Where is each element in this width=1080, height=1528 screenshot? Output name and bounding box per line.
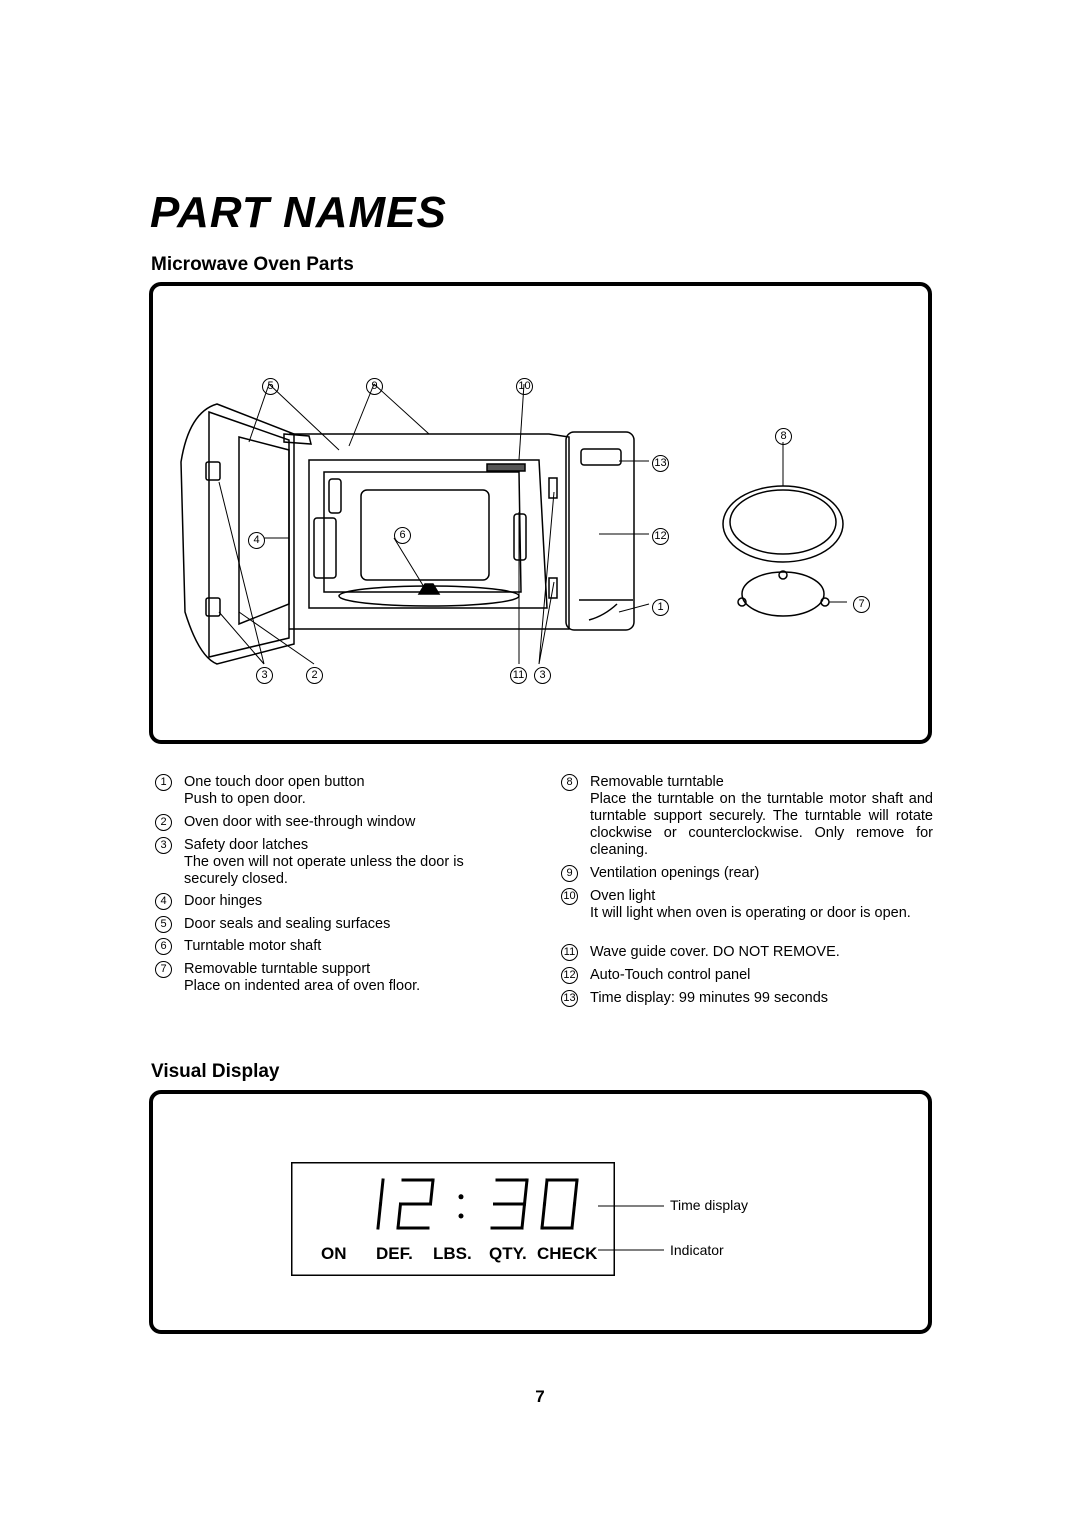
microwave-diagram <box>180 383 847 665</box>
callout-number-oven-light: 10 <box>516 376 533 395</box>
legend-number: 9 <box>561 865 578 882</box>
indicator-callout: Indicator <box>670 1242 724 1258</box>
lcd-segment <box>396 1202 403 1230</box>
lcd-segment <box>542 1178 549 1206</box>
lcd-digit <box>490 1178 529 1230</box>
lcd-segment <box>376 1202 383 1230</box>
legend-label: Oven door with see-through window <box>184 814 416 830</box>
lcd-digit <box>540 1178 579 1230</box>
lcd-segment <box>572 1178 579 1206</box>
legend-description: Place the turntable on the turntable mot… <box>590 791 933 858</box>
callout-number-motor-shaft: 6 <box>394 525 411 544</box>
page-number: 7 <box>535 1387 545 1406</box>
callout-number-wave-guide: 11 <box>510 665 527 684</box>
legend-label: Time display: 99 minutes 99 seconds <box>590 990 829 1006</box>
callout-number-door-latches-right: 3 <box>534 665 551 684</box>
legend-number: 1 <box>155 774 172 791</box>
legend-label: Removable turntable support <box>184 961 371 977</box>
callout-leader-lines <box>218 383 847 665</box>
legend-number: 11 <box>561 944 578 961</box>
legend-description: The oven will not operate unless the doo… <box>184 854 464 887</box>
legend-description: Push to open door. <box>184 791 306 807</box>
legend-label: Removable turntable <box>590 774 724 790</box>
lcd-segment <box>522 1178 529 1206</box>
legend-number: 2 <box>155 814 172 831</box>
oven-cabinet-illustration <box>289 431 635 631</box>
section-heading-oven-parts: Microwave Oven Parts <box>151 254 354 275</box>
callout-number-turntable: 8 <box>775 426 792 445</box>
display-callout-lines <box>598 1205 664 1251</box>
display-frame <box>149 1090 932 1334</box>
lcd-indicator-check: CHECK <box>537 1244 598 1263</box>
diagram-frame <box>149 282 932 744</box>
legend-label: Door seals and sealing surfaces <box>184 916 391 932</box>
callout-number-door-latches: 3 <box>256 665 273 684</box>
lcd-segment <box>378 1178 385 1206</box>
callout-number-door-seals: 5 <box>262 376 279 395</box>
lcd-indicator-def: DEF. <box>376 1244 413 1263</box>
time-display-callout: Time display <box>670 1197 749 1213</box>
legend-label: Wave guide cover. DO NOT REMOVE. <box>590 944 840 960</box>
lcd-display: ON DEF. LBS. QTY. CHECK <box>291 1162 615 1276</box>
lcd-digits <box>376 1178 579 1230</box>
legend-label: Ventilation openings (rear) <box>590 865 760 881</box>
lcd-segment <box>570 1202 577 1230</box>
lcd-indicators: ON DEF. LBS. QTY. CHECK <box>321 1244 598 1263</box>
legend-label: Door hinges <box>184 893 263 909</box>
legend-label: Oven light <box>590 888 656 904</box>
legend-number: 3 <box>155 837 172 854</box>
callout-number-ventilation: 9 <box>366 376 383 395</box>
legend-number: 12 <box>561 967 578 984</box>
lcd-digit <box>396 1178 435 1230</box>
legend-number: 7 <box>155 961 172 978</box>
lcd-indicator-qty: QTY. <box>489 1244 527 1263</box>
legend-label: Auto-Touch control panel <box>590 967 751 983</box>
lcd-segment <box>520 1202 527 1230</box>
lcd-colon-dot <box>458 1194 464 1200</box>
lcd-colon-dot <box>458 1213 464 1219</box>
callout-number-turntable-support: 7 <box>853 594 870 613</box>
lcd-segment <box>428 1178 435 1206</box>
page-title: PART NAMES <box>150 188 447 237</box>
section-heading-visual-display: Visual Display <box>151 1061 280 1082</box>
oven-door-illustration <box>180 403 312 665</box>
legend-label: Safety door latches <box>184 837 309 853</box>
legend-label: One touch door open button <box>184 774 365 790</box>
lcd-indicator-lbs: LBS. <box>433 1244 472 1263</box>
legend-number: 5 <box>155 916 172 933</box>
legend-number: 13 <box>561 990 578 1007</box>
turntable-illustration <box>722 485 844 617</box>
legend-label: Turntable motor shaft <box>184 938 322 954</box>
legend-number: 4 <box>155 893 172 910</box>
legend-description: It will light when oven is operating or … <box>590 905 911 921</box>
parts-legend-left: 1 One touch door open button Push to ope… <box>155 774 505 1004</box>
legend-number: 10 <box>561 888 578 905</box>
callout-number-oven-door: 2 <box>306 665 323 684</box>
callout-number-door-button: 1 <box>652 597 669 616</box>
lcd-segment <box>540 1202 547 1230</box>
legend-number: 6 <box>155 938 172 955</box>
callout-number-time-display: 13 <box>652 453 669 472</box>
parts-legend-right: 8 Removable turntable Place the turntabl… <box>561 774 934 1010</box>
callout-number-door-hinges: 4 <box>248 530 265 549</box>
legend-number: 8 <box>561 774 578 791</box>
callout-number-control-panel: 12 <box>652 526 669 545</box>
lcd-digit <box>376 1178 385 1230</box>
lcd-indicator-on: ON <box>321 1244 347 1263</box>
legend-description: Place on indented area of oven floor. <box>184 978 421 994</box>
